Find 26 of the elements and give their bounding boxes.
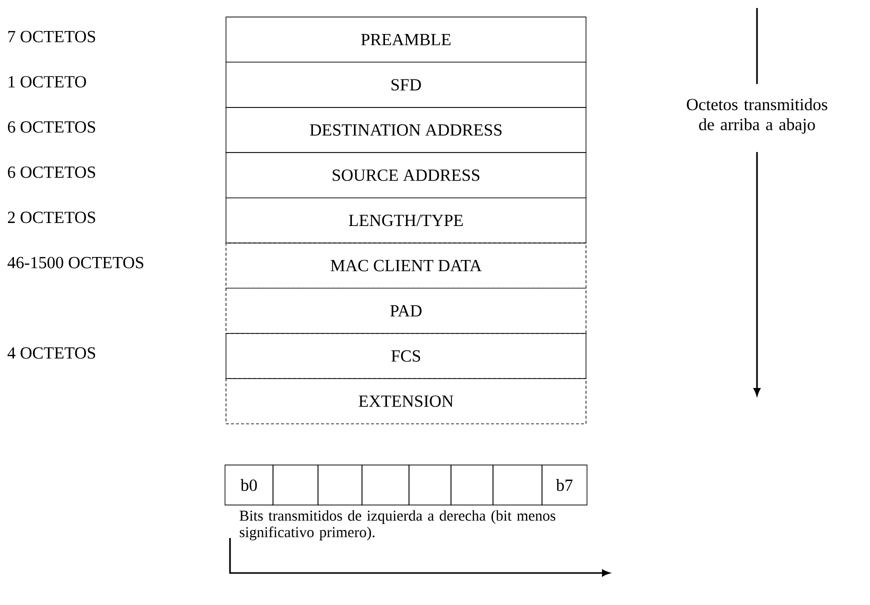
direction-note: Bits transmitidos de izquierda a derecha (bit menos significativo primero). [240,510,556,540]
size-label: 1 OCTETO [8,76,86,88]
direction-note: Octetos transmitidos de arriba a abajo [686,98,828,134]
frame-field: LENGTH/TYPE [226,197,586,244]
size-label: 4 OCTETOS [8,347,96,359]
bit-cell [318,464,362,506]
frame-field: PREAMBLE [226,16,586,63]
frame-field: DESTINATION ADDRESS [226,107,586,153]
frame-field: MAC CLIENT DATA [226,242,586,289]
bit-cell [450,464,494,506]
frame-field: EXTENSION [226,378,586,424]
frame-field: SFD [226,62,586,108]
size-label: 2 OCTETOS [8,212,96,224]
bit-cell: b7 [542,464,588,506]
bit-cell [492,464,542,506]
bit-cell [362,464,410,506]
size-label: 46-1500 OCTETOS [8,256,144,268]
frame-field: SOURCE ADDRESS [226,152,586,198]
frame-field: FCS [226,333,586,379]
bit-cell [408,464,452,506]
bit-cell [272,464,318,506]
frame-field: PAD [226,288,586,334]
size-label: 6 OCTETOS [8,166,96,178]
size-label: 6 OCTETOS [8,121,96,133]
bit-cell: b0 [224,464,274,506]
size-label: 7 OCTETOS [8,30,96,42]
